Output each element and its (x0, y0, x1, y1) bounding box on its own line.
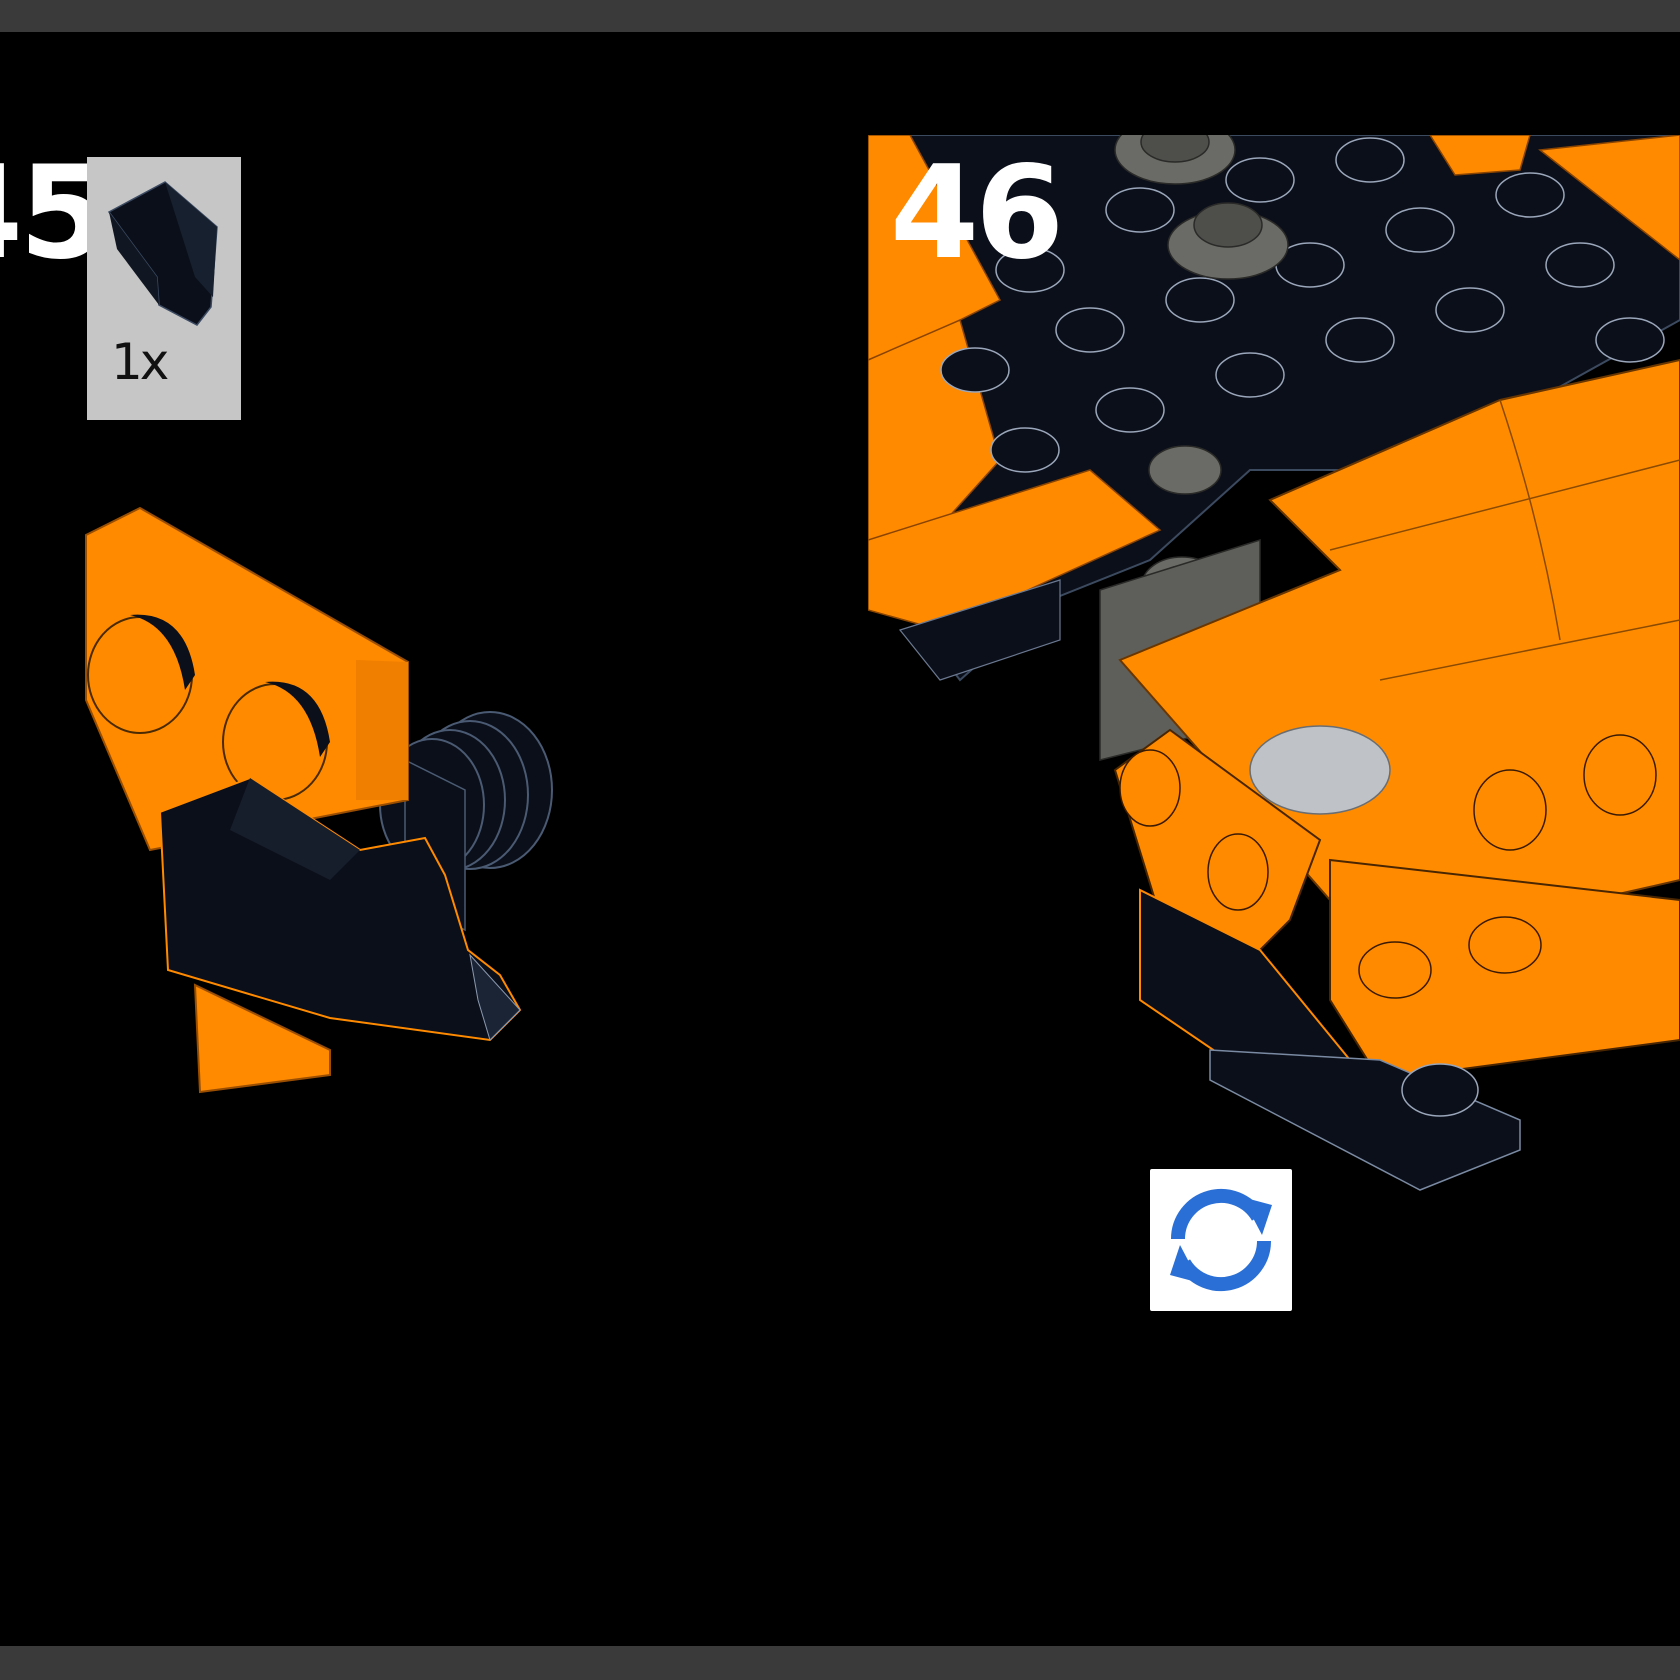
parts-quantity: 1x (111, 333, 169, 391)
gray-round-plates (1114, 135, 1289, 614)
rotate-refresh-icon (1170, 1188, 1272, 1292)
model-illustration (868, 135, 1680, 1191)
black-curved-slope-brick-icon (107, 181, 218, 326)
parts-callout: 1x (87, 157, 241, 420)
rotate-model-button[interactable] (1150, 1169, 1292, 1311)
orange-plate (85, 506, 409, 852)
orange-side-plate (1113, 728, 1322, 982)
subassembly-illustration (85, 506, 553, 1094)
black-slope-piece (158, 776, 522, 1042)
current-step-number: 46 (890, 139, 1064, 288)
bottom-frame-bar (0, 1646, 1680, 1680)
top-frame-bar (0, 0, 1680, 32)
plate-studs (940, 137, 1665, 473)
